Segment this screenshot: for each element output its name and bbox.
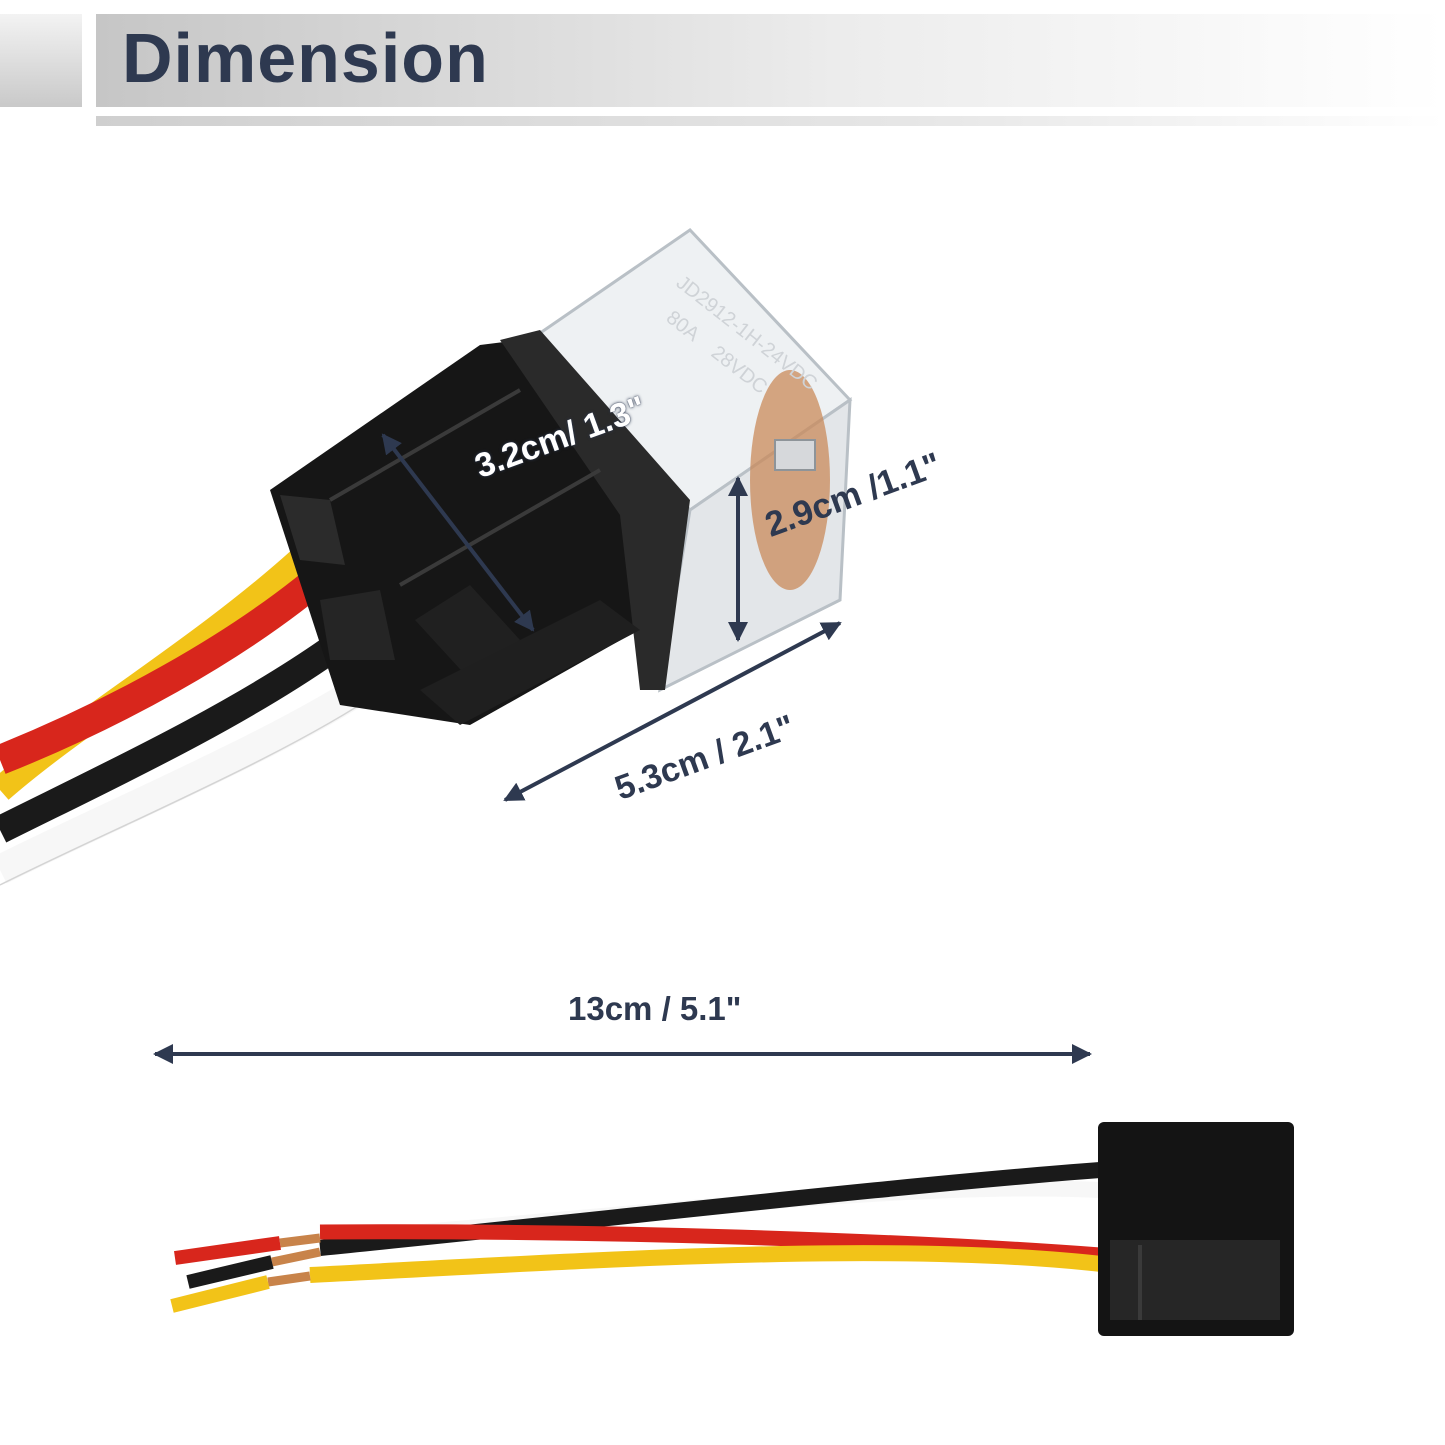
header-side-block bbox=[0, 14, 82, 107]
page-title: Dimension bbox=[122, 19, 489, 97]
relay-transparent-cover bbox=[527, 228, 853, 693]
header-bar bbox=[96, 14, 1445, 107]
socket-housing bbox=[1098, 1122, 1294, 1336]
header-underline bbox=[96, 116, 1445, 126]
length-dimension-arrow bbox=[503, 621, 842, 802]
socket-wires bbox=[170, 1162, 1111, 1313]
wire-length-label: 13cm / 5.1" bbox=[568, 990, 742, 1027]
width-dimension-arrow bbox=[381, 433, 535, 632]
